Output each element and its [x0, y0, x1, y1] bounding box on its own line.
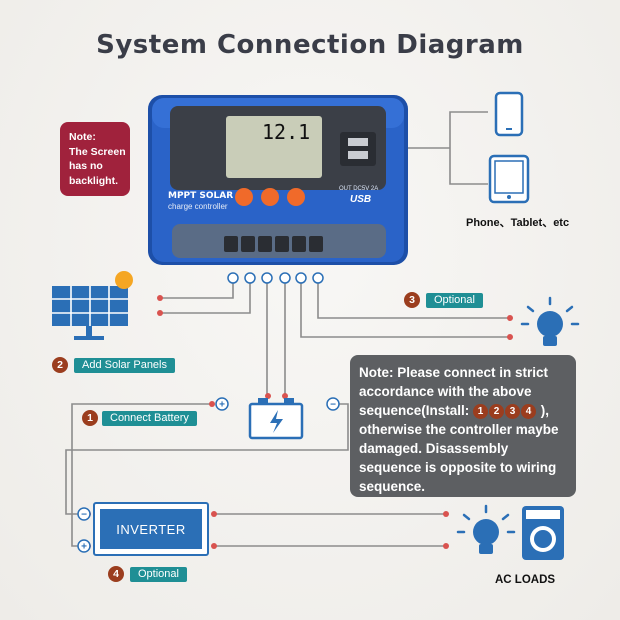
lcd-screen	[226, 116, 322, 178]
controller-terminals	[227, 272, 324, 284]
solar-wire	[160, 283, 251, 314]
usb-wire	[380, 111, 488, 185]
tablet-icon	[488, 154, 530, 204]
charge-controller	[148, 95, 408, 265]
wires	[65, 111, 510, 547]
inverter-box	[93, 502, 209, 556]
instruction-line1: Note: Please connect in strict	[359, 365, 549, 380]
screen-note-line2: The Screen	[69, 145, 126, 158]
instruction-line4: otherwise the controller maybe	[359, 422, 559, 437]
usb-label: USB	[350, 194, 372, 205]
instruction-line2: accordance with the above	[359, 384, 532, 399]
seq-4: 4	[521, 403, 537, 419]
step3-label: Optional	[426, 293, 483, 308]
devices-label: Phone、Tablet、etc	[466, 217, 570, 229]
washing-machine-icon	[522, 506, 564, 560]
screen-note-line4: backlight.	[69, 174, 119, 187]
polarity-markers: + − − +	[77, 397, 340, 553]
instruction-line7: sequence.	[359, 479, 426, 494]
ac-light-bulb-icon	[456, 504, 516, 554]
dc-load-wire	[300, 283, 510, 338]
screen-note-line1: Note:	[69, 131, 96, 143]
usb-rating: OUT DC5V 2A	[339, 186, 379, 192]
step2-number: 2	[52, 357, 68, 373]
instruction-note: Note: Please connect in strict accordanc…	[350, 355, 576, 497]
controller-brand: MPPT SOLAR	[168, 191, 234, 201]
step3-number: 3	[404, 292, 420, 308]
controller-subtitle: charge controller	[168, 202, 228, 211]
inverter-label: INVERTER	[116, 522, 186, 537]
instruction-line3-prefix: sequence(Install:	[359, 403, 474, 418]
usb-port-block	[340, 132, 376, 166]
screen-note-line3: has no	[69, 160, 103, 172]
light-bulb-icon	[520, 296, 580, 346]
instruction-line3-suffix: ),	[537, 403, 550, 418]
screen-note: Note: The Screen has no backlight.	[60, 122, 130, 196]
step4-label: Optional	[130, 567, 187, 582]
step1-number: 1	[82, 410, 98, 426]
seq-3: 3	[505, 403, 521, 419]
seq-2: 2	[489, 403, 505, 419]
menu-button	[235, 188, 253, 206]
instruction-line6: sequence is opposite to wiring	[359, 460, 557, 475]
phone-icon	[494, 91, 524, 137]
step1-label: Connect Battery	[102, 411, 197, 426]
setting-button	[287, 188, 305, 206]
svg-text:+: +	[81, 542, 87, 553]
instruction-line5: damaged. Disassembly	[359, 441, 509, 456]
battery-icon	[248, 398, 304, 440]
svg-text:−: −	[330, 400, 336, 411]
mode-button	[261, 188, 279, 206]
lcd-value: 12.1	[262, 120, 311, 144]
page-title: System Connection Diagram	[96, 30, 524, 60]
svg-text:+: +	[219, 400, 225, 411]
ac-wire	[214, 513, 446, 547]
solar-panel-icon	[52, 271, 133, 340]
ac-loads-label: AC LOADS	[495, 574, 556, 586]
svg-text:−: −	[81, 510, 87, 521]
step4-number: 4	[108, 566, 124, 582]
seq-1: 1	[473, 403, 489, 419]
battery-wire	[266, 283, 286, 398]
step2-label: Add Solar Panels	[74, 358, 175, 373]
